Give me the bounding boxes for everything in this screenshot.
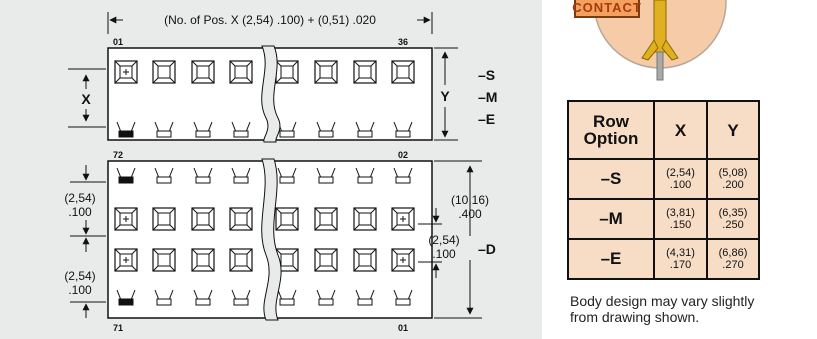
solder-tail [277, 167, 297, 184]
badge-text: CONTACT [572, 0, 642, 15]
single-row-connector-body [107, 45, 433, 143]
solder-tail [154, 289, 174, 306]
pin-label-bottom-bottom-left: 71 [113, 323, 123, 333]
contact-cavity [152, 207, 176, 231]
left-dim-a-metric: (2,54) [64, 191, 95, 205]
pin-label-bottom-top-left: 72 [113, 150, 123, 160]
contact-cavity [314, 248, 338, 272]
contact-cavity [191, 60, 215, 84]
contact-cavity [152, 248, 176, 272]
x-cell: (4,31).170 [653, 238, 708, 280]
contact-pin-icon [641, 0, 679, 81]
table-header-row: Row Option X Y [567, 100, 760, 160]
right-dim-a-metric: (10,16) [451, 193, 489, 207]
drawing-panel: (No. of Pos. X (2,54) .100) + (0,51) .02… [0, 0, 542, 339]
contact-cavity [229, 60, 253, 84]
contact-badge-area: CONTACT [542, 0, 817, 90]
solder-tail [193, 121, 213, 138]
contact-cavity [191, 207, 215, 231]
contact-cavity [353, 207, 377, 231]
solder-tail [393, 167, 413, 184]
solder-tail [393, 289, 413, 306]
pin-label-bottom-top-right: 02 [398, 150, 408, 160]
x-label: X [81, 91, 91, 107]
contact-cavity [114, 248, 138, 272]
pin-label-bottom-bottom-right: 01 [398, 323, 408, 333]
solder-tail [355, 121, 375, 138]
body-design-note: Body design may vary slightly from drawi… [570, 293, 755, 325]
contact-cavity [391, 248, 415, 272]
contact-cavity [391, 207, 415, 231]
option-cell: –M [567, 198, 655, 240]
option-s-label: –S [478, 67, 495, 83]
y-label: Y [440, 88, 450, 104]
contact-cavity [275, 207, 299, 231]
right-dim-b-metric: (2,54) [428, 233, 459, 247]
solder-tail [316, 121, 336, 138]
solder-tail [193, 167, 213, 184]
contact-cavity [314, 207, 338, 231]
option-e-label: –E [478, 111, 495, 127]
option-cell: –S [567, 158, 655, 200]
overall-length-label: (No. of Pos. X (2,54) .100) + (0,51) .02… [164, 13, 376, 27]
solder-tail [355, 289, 375, 306]
solder-tail [316, 289, 336, 306]
header-x: X [653, 100, 708, 160]
left-dim-b-inch: .100 [68, 283, 92, 297]
contact-cavity [275, 60, 299, 84]
contact-cavity [229, 207, 253, 231]
table-row: –M (3,81).150 (6,35).250 [567, 198, 760, 240]
contact-cavity [353, 248, 377, 272]
solder-tail [154, 121, 174, 138]
right-dim-a-inch: .400 [458, 207, 482, 221]
overall-length-dimension: (No. of Pos. X (2,54) .100) + (0,51) .02… [107, 12, 433, 34]
x-cell: (3,81).150 [653, 198, 708, 240]
contact-cavity [391, 60, 415, 84]
option-cell: –E [567, 238, 655, 280]
solder-tail [277, 289, 297, 306]
pin-one-marker [116, 167, 136, 184]
contact-cavity [114, 60, 138, 84]
y-cell: (5,08).200 [706, 158, 760, 200]
solder-tail [355, 167, 375, 184]
pin-one-marker [116, 121, 136, 138]
contact-cavity [353, 60, 377, 84]
contact-cavity [229, 248, 253, 272]
contact-cavity [191, 248, 215, 272]
header-y: Y [706, 100, 760, 160]
solder-tail [193, 289, 213, 306]
header-row-option: Row Option [567, 100, 655, 160]
left-dim-a-inch: .100 [68, 205, 92, 219]
y-dimension: Y [434, 47, 458, 141]
table-row: –E (4,31).170 (6,86).270 [567, 238, 760, 280]
pin-label-top-left: 01 [113, 37, 123, 47]
contact-badge: CONTACT [572, 0, 642, 18]
right-dimensions: –D (10,16) .400 (2,54) .100 [418, 160, 496, 319]
connector-drawing: (No. of Pos. X (2,54) .100) + (0,51) .02… [64, 12, 497, 333]
pin-label-top-right: 36 [398, 37, 408, 47]
solder-tail [316, 167, 336, 184]
option-m-label: –M [478, 89, 497, 105]
contact-cavity [114, 207, 138, 231]
solder-tail [393, 121, 413, 138]
left-dim-b-metric: (2,54) [64, 269, 95, 283]
solder-tail [231, 121, 251, 138]
option-d-label: –D [478, 241, 496, 257]
solder-tail [154, 167, 174, 184]
double-row-connector-body [107, 158, 433, 321]
table-row: –S (2,54).100 (5,08).200 [567, 158, 760, 200]
solder-tail [231, 167, 251, 184]
pin-one-marker [116, 289, 136, 306]
contact-cavity [314, 60, 338, 84]
x-cell: (2,54).100 [653, 158, 708, 200]
solder-tail [231, 289, 251, 306]
row-option-table: Row Option X Y –S (2,54).100 (5,08).200 … [567, 100, 760, 280]
x-dimension: X [68, 68, 106, 128]
left-pitch-dimensions: (2,54) .100 (2,54) .100 [64, 165, 106, 318]
y-cell: (6,35).250 [706, 198, 760, 240]
right-dim-b-inch: .100 [432, 247, 456, 261]
y-cell: (6,86).270 [706, 238, 760, 280]
contact-cavity [152, 60, 176, 84]
